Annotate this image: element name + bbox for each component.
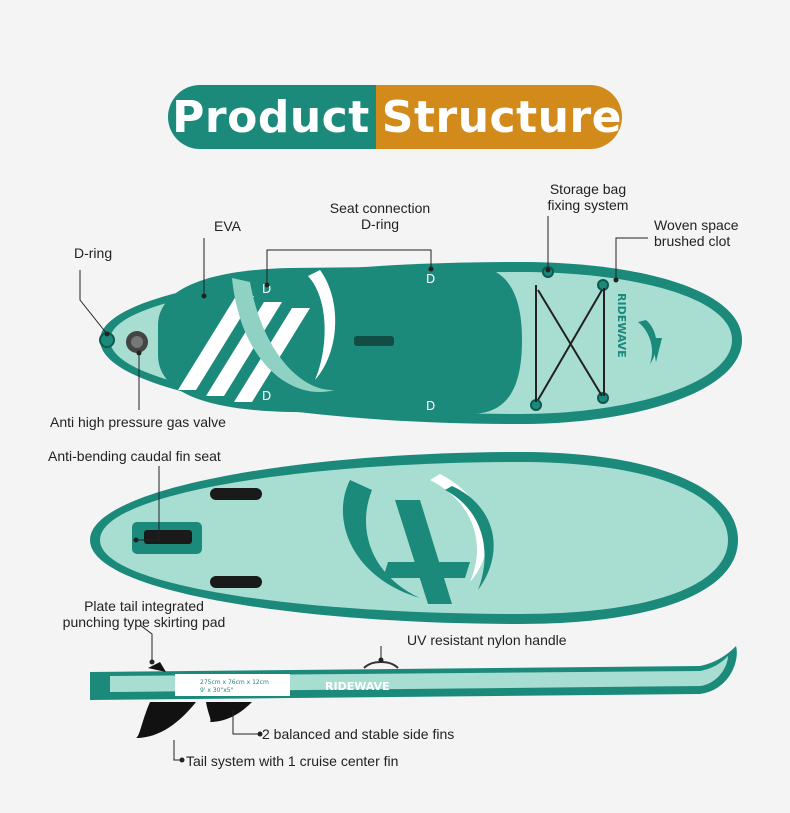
label-plate-tail-line1: Plate tail integrated	[84, 598, 204, 614]
board-spec-imperial: 9' x 30"x5"	[200, 687, 234, 694]
label-storage-bag-line2: fixing system	[547, 197, 629, 213]
label-eva: EVA	[214, 218, 241, 234]
side-profile: 275cm x 76cm x 12cm 9' x 30"x5" RIDEWAVE	[90, 646, 737, 738]
board-spec-metric: 275cm x 76cm x 12cm	[200, 679, 269, 686]
top-board: D D D D RIDEWAVE	[99, 262, 742, 424]
title-part-structure: Structure	[375, 85, 622, 149]
label-gas-valve: Anti high pressure gas valve	[50, 414, 226, 430]
bottom-board	[90, 452, 738, 624]
label-storage-bag-line1: Storage bag	[549, 181, 627, 197]
svg-text:RIDEWAVE: RIDEWAVE	[615, 293, 628, 358]
label-seat-connection-line1: Seat connection	[329, 200, 431, 216]
product-structure-title: Product Structure	[168, 85, 622, 149]
label-woven-line1: Woven space	[654, 217, 739, 233]
svg-text:D: D	[426, 399, 435, 413]
label-d-ring: D-ring	[74, 245, 113, 261]
label-storage-bag: Storage bag fixing system	[528, 181, 648, 213]
svg-text:D: D	[262, 389, 271, 403]
label-plate-tail-line2: punching type skirting pad	[62, 614, 226, 630]
label-tail-system: Tail system with 1 cruise center fin	[186, 753, 399, 769]
label-seat-connection-line2: D-ring	[360, 216, 400, 232]
label-seat-connection: Seat connection D-ring	[310, 200, 450, 232]
label-plate-tail: Plate tail integrated punching type skir…	[48, 598, 240, 630]
side-brand-text: RIDEWAVE	[325, 680, 390, 693]
svg-text:D: D	[426, 272, 435, 286]
label-woven-line2: brushed clot	[654, 233, 731, 249]
title-part-product: Product	[168, 85, 376, 149]
label-woven-space: Woven space brushed clot	[654, 217, 739, 249]
label-side-fins: 2 balanced and stable side fins	[262, 726, 455, 742]
leader-dots	[104, 266, 619, 763]
label-handle: UV resistant nylon handle	[407, 632, 567, 648]
label-fin-seat: Anti-bending caudal fin seat	[48, 448, 221, 464]
svg-text:D: D	[262, 282, 271, 296]
